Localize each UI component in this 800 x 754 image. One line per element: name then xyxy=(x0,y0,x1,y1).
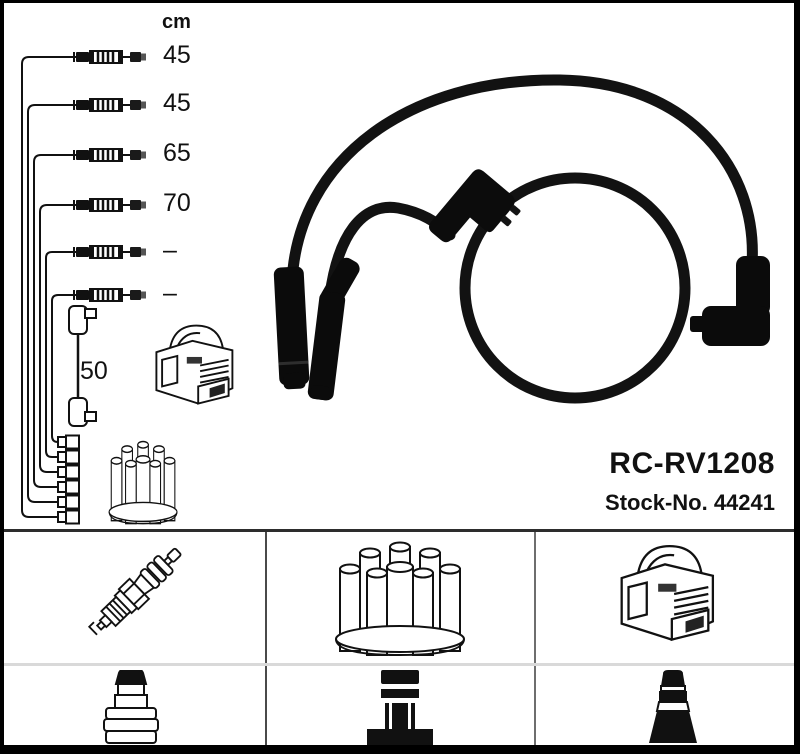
distributor-terminal-icon xyxy=(367,670,433,746)
distributor-end-connectors xyxy=(57,434,80,525)
grid-vertical-divider xyxy=(265,532,267,745)
product-code: RC-RV1208 xyxy=(609,447,775,480)
cable-length-label: 70 xyxy=(163,189,191,217)
cable-length-label: – xyxy=(163,236,177,264)
coil-cable-length-label: 50 xyxy=(80,357,108,385)
coil-wire-drawing xyxy=(68,305,97,427)
plug-terminal-icon xyxy=(103,670,159,744)
page-border xyxy=(794,0,800,754)
stock-number: Stock-No. 44241 xyxy=(605,490,775,515)
grid-horizontal-divider xyxy=(0,663,800,666)
distributor-cap-small-icon xyxy=(108,440,178,525)
distributor-cap-icon xyxy=(335,541,465,657)
straight-boot xyxy=(273,266,310,390)
cable-photo xyxy=(273,74,770,404)
page-border xyxy=(0,745,800,754)
unit-header: cm xyxy=(162,11,191,33)
cable-length-label: – xyxy=(163,279,177,307)
page-border xyxy=(0,0,800,3)
grid-vertical-divider xyxy=(534,532,536,745)
cable-diagram xyxy=(21,48,234,525)
page-border xyxy=(0,0,4,754)
elbow-boot-right xyxy=(690,256,770,346)
ignition-coil-icon xyxy=(620,544,715,642)
cable-length-label: 65 xyxy=(163,139,191,167)
cable-routing-lines xyxy=(21,56,76,518)
elbow-boot-middle xyxy=(429,169,521,243)
angled-boot xyxy=(307,257,360,401)
cable-row-connectors xyxy=(72,48,148,304)
cable-length-label: 45 xyxy=(163,89,191,117)
cable-length-label: 45 xyxy=(163,41,191,69)
plug-boot-icon xyxy=(649,670,697,743)
grid-top-border xyxy=(0,529,800,532)
ignition-coil-small-icon xyxy=(155,324,234,405)
spark-plug-icon xyxy=(87,547,182,636)
